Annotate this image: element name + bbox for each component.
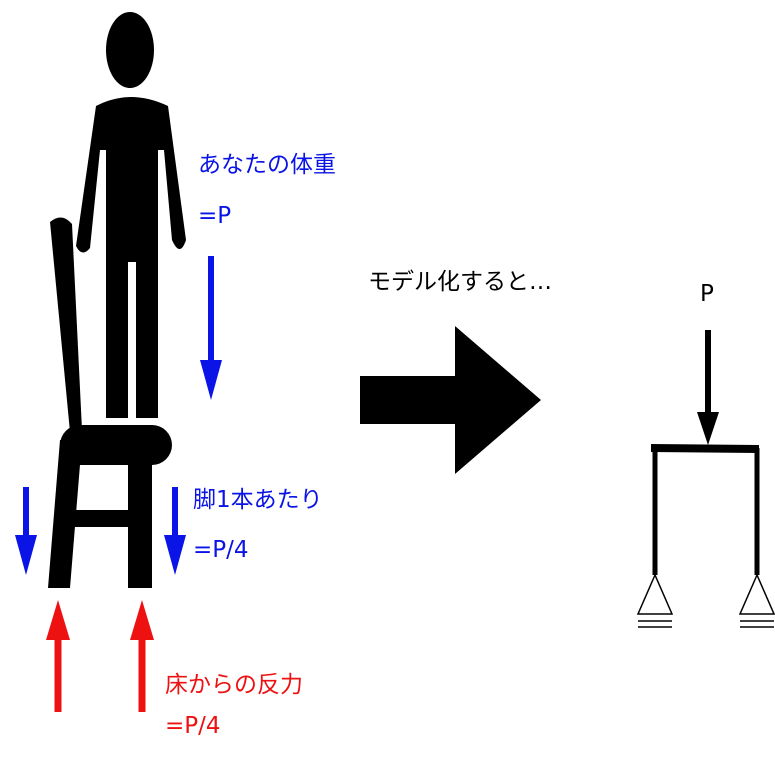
frame-model <box>636 330 775 628</box>
leg-load-arrow-left <box>15 487 37 575</box>
body-weight-label: あなたの体重 <box>198 152 336 178</box>
reaction-equation: =P/4 <box>165 713 221 739</box>
pin-support-icon <box>636 573 674 628</box>
body-weight-equation: =P <box>198 203 232 229</box>
chair-icon <box>48 217 172 588</box>
reaction-label: 床からの反力 <box>165 672 303 698</box>
person-silhouette-icon <box>76 12 186 418</box>
load-p-label: P <box>700 281 714 307</box>
body-weight-arrow <box>200 256 222 400</box>
per-leg-label: 脚1本あたり <box>193 487 323 513</box>
pin-support-icon <box>738 573 775 628</box>
leg-load-arrow-right <box>164 487 186 575</box>
big-right-arrow-icon <box>360 326 541 474</box>
load-p-arrow <box>697 330 719 445</box>
modeling-caption: モデル化すると… <box>368 269 552 295</box>
reaction-arrow-right <box>130 600 154 712</box>
per-leg-equation: =P/4 <box>193 537 249 563</box>
reaction-arrow-left <box>46 600 70 712</box>
